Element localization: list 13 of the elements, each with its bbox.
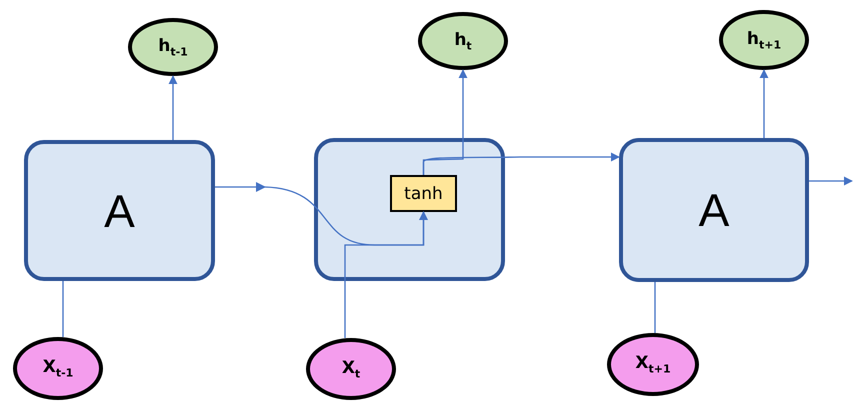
node-label: X$_{t-1}$ <box>42 357 74 380</box>
cell-box <box>619 138 809 282</box>
node-label: h$_{t+1}$ <box>746 28 782 52</box>
node-label: h$_{t}$ <box>454 30 472 52</box>
node-label: X$_{t}$ <box>342 358 360 380</box>
cell-letter: A <box>104 184 135 238</box>
activation-box <box>390 175 457 212</box>
node-label: X$_{t+1}$ <box>635 353 671 376</box>
node-label: h$_{t-1}$ <box>158 36 188 58</box>
cell-box <box>314 138 505 281</box>
node-label: tanh <box>404 184 443 204</box>
cell-box <box>24 140 215 281</box>
cell-letter: A <box>698 183 730 237</box>
